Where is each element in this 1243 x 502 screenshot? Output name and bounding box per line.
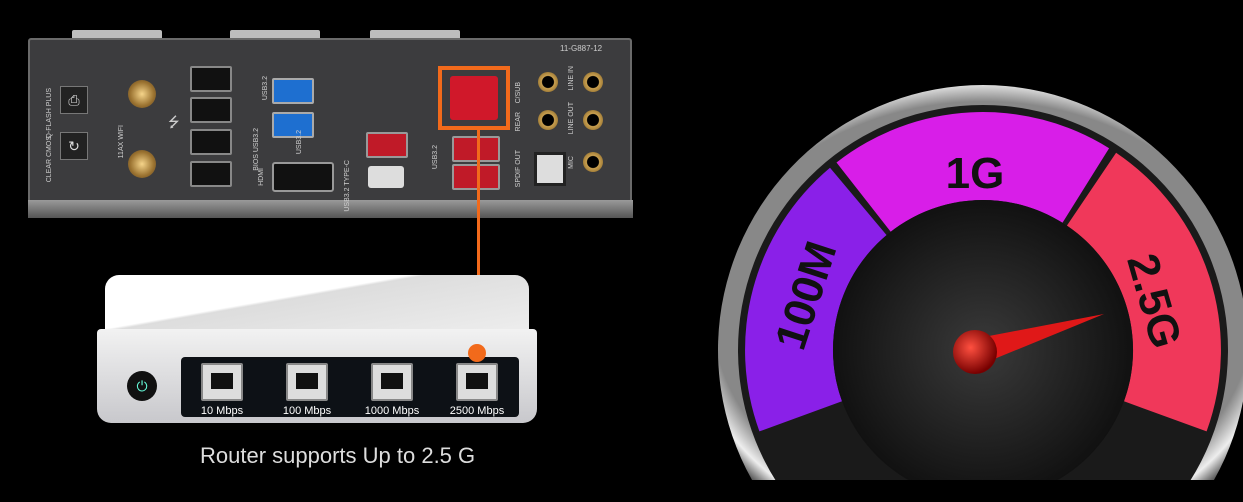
line-out-jack xyxy=(583,110,603,130)
gauge-segment-0 xyxy=(745,167,887,432)
ethernet-socket-icon xyxy=(286,363,328,401)
panel-tab xyxy=(230,30,320,40)
wifi-antenna-connector xyxy=(128,80,156,108)
router: ⏻ 10 Mbps 100 Mbps 1000 Mbps 2500 Mbps xyxy=(97,275,537,423)
usb-port xyxy=(190,161,232,187)
connection-line xyxy=(477,130,480,352)
port-label: 2500 Mbps xyxy=(449,405,505,417)
gauge-segment-2 xyxy=(1066,152,1221,432)
port-label: 100 Mbps xyxy=(282,405,332,417)
lan-port-highlight xyxy=(438,66,510,130)
usb-icon: ⭍ xyxy=(168,114,180,130)
panel-tab xyxy=(72,30,162,40)
usb-port xyxy=(190,97,232,123)
power-button[interactable]: ⏻ xyxy=(127,371,157,401)
usb32-port-red xyxy=(452,136,500,162)
usb-port xyxy=(190,129,232,155)
bios-usb-port xyxy=(272,112,314,138)
ethernet-socket-icon xyxy=(456,363,498,401)
ethernet-socket-icon xyxy=(201,363,243,401)
router-port: 1000 Mbps xyxy=(351,363,433,417)
segment-label-1g: 1G xyxy=(946,149,1005,198)
line-in-jack xyxy=(583,72,603,92)
usb32-port-blue xyxy=(272,78,314,104)
ethernet-socket-icon xyxy=(371,363,413,401)
qflash-button[interactable]: ⎙ xyxy=(60,86,88,114)
wifi-antenna-connector xyxy=(128,150,156,178)
gauge-needle xyxy=(968,314,1104,364)
router-port: 10 Mbps xyxy=(181,363,263,417)
hdmi-port xyxy=(272,162,334,192)
model-number: 11-G887-12 xyxy=(560,44,603,53)
port-label: 10 Mbps xyxy=(200,405,244,417)
io-panel-rail xyxy=(28,200,633,218)
router-caption: Router supports Up to 2.5 G xyxy=(200,443,476,468)
router-port: 100 Mbps xyxy=(266,363,348,417)
connection-dot xyxy=(468,344,486,362)
clear-cmos-button[interactable]: ↻ xyxy=(60,132,88,160)
usb32-port-red xyxy=(366,132,408,158)
panel-tab xyxy=(370,30,460,40)
gauge-segment-1 xyxy=(836,112,1110,232)
port-label: 1000 Mbps xyxy=(364,405,420,417)
router-port: 2500 Mbps xyxy=(436,363,518,417)
audio-jack xyxy=(538,110,558,130)
bottom-fade xyxy=(0,480,1243,502)
io-panel xyxy=(28,38,632,210)
audio-jack xyxy=(538,72,558,92)
usb-type-c-port xyxy=(368,166,404,188)
router-port-bar: 10 Mbps 100 Mbps 1000 Mbps 2500 Mbps xyxy=(181,357,519,417)
usb-port xyxy=(190,66,232,92)
needle-hub xyxy=(953,330,997,374)
lan-port xyxy=(450,76,498,120)
router-top xyxy=(105,275,529,335)
usb32-port-red xyxy=(452,164,500,190)
spdif-port xyxy=(534,152,566,186)
mic-jack xyxy=(583,152,603,172)
